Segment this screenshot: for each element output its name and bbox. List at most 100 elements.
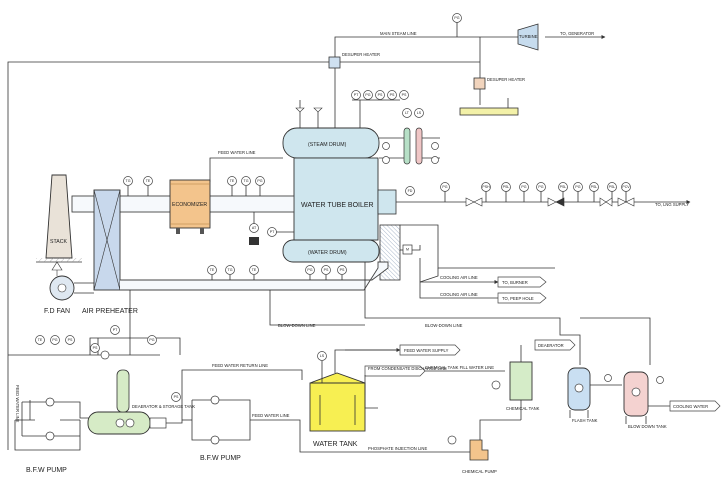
- cooling-water-tag: [669, 400, 721, 412]
- feed-water-line-label: FEED WATER LINE: [218, 150, 256, 155]
- svg-text:PCV: PCV: [622, 185, 630, 189]
- water-tank: [309, 382, 366, 432]
- svg-text:TG: TG: [228, 268, 233, 272]
- feed-water-supply-tag: [399, 344, 461, 356]
- burner-box: [377, 189, 397, 215]
- bfw-pump-2-label: B.F.W PUMP: [200, 455, 241, 462]
- lng-valves: [465, 197, 635, 207]
- fd-instrument: [405, 186, 415, 196]
- svg-text:PT: PT: [354, 93, 359, 97]
- svg-text:PG: PG: [257, 179, 262, 183]
- main-steam-line-label: MAIN STEAM LINE: [380, 31, 417, 36]
- svg-text:DEAERATOR: DEAERATOR: [538, 343, 564, 348]
- fuel-line-instruments: PG PSH PSL PG PG PSL PG PSL PSL PCV: [440, 182, 631, 202]
- svg-text:PS: PS: [93, 346, 98, 350]
- svg-text:TE: TE: [230, 179, 235, 183]
- svg-text:TO, BURNER: TO, BURNER: [502, 280, 528, 285]
- level-instruments: LT LS: [379, 108, 440, 165]
- svg-text:TG: TG: [244, 179, 249, 183]
- left-pipe-network: [7, 290, 131, 451]
- bfw-pump-2: PS: [166, 392, 301, 445]
- fd-fan-label: F.D FAN: [44, 308, 70, 315]
- economizer-out-instruments: TE TG PG: [227, 176, 265, 196]
- right-line-upper: [400, 224, 555, 269]
- svg-text:TE: TE: [146, 179, 151, 183]
- svg-text:COOLING AIR LINE: COOLING AIR LINE: [440, 292, 478, 297]
- svg-text:TE: TE: [38, 338, 43, 342]
- fd-fan: [49, 261, 94, 301]
- svg-text:PSL: PSL: [560, 185, 567, 189]
- svg-text:FEED WATER LINE: FEED WATER LINE: [15, 385, 20, 423]
- phosphate-injection-line: [299, 430, 470, 453]
- to-lng-supply-label: TO, LNG SUPPLY: [655, 202, 689, 207]
- svg-text:PS: PS: [402, 93, 407, 97]
- svg-text:CHEMICAL TANK FILL WATER LINE: CHEMICAL TANK FILL WATER LINE: [425, 365, 494, 370]
- air-preheater-label: AIR PREHEATER: [82, 308, 138, 315]
- water-drum-label: (WATER DRUM): [308, 250, 347, 256]
- condenser-header: [459, 107, 519, 116]
- steam-drum-label: (STEAM DRUM): [308, 142, 347, 148]
- svg-text:FEED WATER LINE: FEED WATER LINE: [252, 413, 290, 418]
- svg-text:PS: PS: [340, 268, 345, 272]
- svg-text:COOLING AIR LINE: COOLING AIR LINE: [440, 275, 478, 280]
- svg-text:FROM CONDENSATE DISCHARGE LINE: FROM CONDENSATE DISCHARGE LINE: [368, 366, 447, 371]
- svg-text:AT: AT: [252, 226, 257, 230]
- svg-text:PG: PG: [575, 185, 580, 189]
- feed-water-line: [209, 157, 283, 182]
- svg-text:LT: LT: [405, 111, 410, 115]
- svg-text:PSL: PSL: [609, 185, 616, 189]
- svg-text:BLOW-DOWN LINE: BLOW-DOWN LINE: [425, 323, 463, 328]
- svg-text:PS: PS: [174, 395, 179, 399]
- desuper-heater-2-label: DESUPER HEATER: [487, 77, 525, 82]
- to-burner-tag: [497, 276, 547, 288]
- svg-text:FEED WATER RETURN LINE: FEED WATER RETURN LINE: [212, 363, 268, 368]
- svg-text:PG: PG: [149, 338, 154, 342]
- chemical-pump: [469, 439, 489, 461]
- svg-text:PSH: PSH: [482, 185, 490, 189]
- blow-down-tank-label: BLOW DOWN TANK: [628, 424, 667, 429]
- bfw-pump-1-label: B.F.W PUMP: [26, 467, 67, 474]
- water-drum: [282, 239, 380, 263]
- deaerator-storage-label: DEAERATOR & STORAGE TANK: [132, 404, 195, 409]
- svg-text:TE: TE: [252, 268, 257, 272]
- svg-text:M: M: [406, 247, 409, 251]
- svg-text:PS: PS: [378, 93, 383, 97]
- svg-text:TO, PEEP HOLE: TO, PEEP HOLE: [502, 296, 534, 301]
- deaerator-column: [116, 369, 130, 413]
- chemical-pump-label: CHEMICAL PUMP: [462, 469, 497, 474]
- feed-water-return-line: [181, 369, 303, 405]
- svg-text:FD: FD: [408, 189, 413, 193]
- economizer-label: ECONOMIZER: [172, 202, 207, 208]
- air-duct: [120, 261, 389, 291]
- boiler-body: [293, 157, 379, 241]
- water-tube-boiler-label: WATER TUBE BOILER: [301, 202, 374, 209]
- svg-text:BLOW-DOWN LINE: BLOW-DOWN LINE: [278, 323, 316, 328]
- economizer-in-instruments: TG TE: [123, 176, 153, 196]
- svg-text:PSL: PSL: [591, 185, 598, 189]
- chemical-tank-label: CHEMICAL TANK: [506, 406, 540, 411]
- flash-tank-label: FLASH TANK: [572, 418, 598, 423]
- svg-text:PHOSPHATE INJECTION LINE: PHOSPHATE INJECTION LINE: [368, 446, 427, 451]
- svg-text:LS: LS: [320, 354, 325, 358]
- svg-text:PSL: PSL: [503, 185, 510, 189]
- steam-drum-instruments: PT PG PS PS PS: [351, 90, 409, 128]
- svg-text:PT: PT: [113, 328, 118, 332]
- svg-text:TE: TE: [210, 268, 215, 272]
- svg-text:FEED WATER SUPPLY: FEED WATER SUPPLY: [404, 348, 449, 353]
- svg-text:PG: PG: [52, 338, 57, 342]
- pg-top-gauge: [452, 13, 462, 23]
- svg-text:PG: PG: [538, 185, 543, 189]
- air-line-left-instruments: TE TG TE: [207, 265, 259, 280]
- blow-down-line-2: [364, 262, 581, 365]
- to-peep-hole-tag: [497, 292, 547, 304]
- to-generator-label: TO, GENERATOR: [560, 31, 594, 36]
- chemical-tank: [509, 361, 533, 401]
- bfw-instruments: TE PG PS PT PS PG: [35, 325, 181, 360]
- desuper-heater-1-label: DESUPER HEATER: [342, 52, 380, 57]
- svg-text:PG: PG: [454, 16, 459, 20]
- svg-text:PG: PG: [365, 93, 370, 97]
- svg-text:PG: PG: [521, 185, 526, 189]
- svg-text:PG: PG: [442, 185, 447, 189]
- deaerator-tag: [534, 339, 576, 351]
